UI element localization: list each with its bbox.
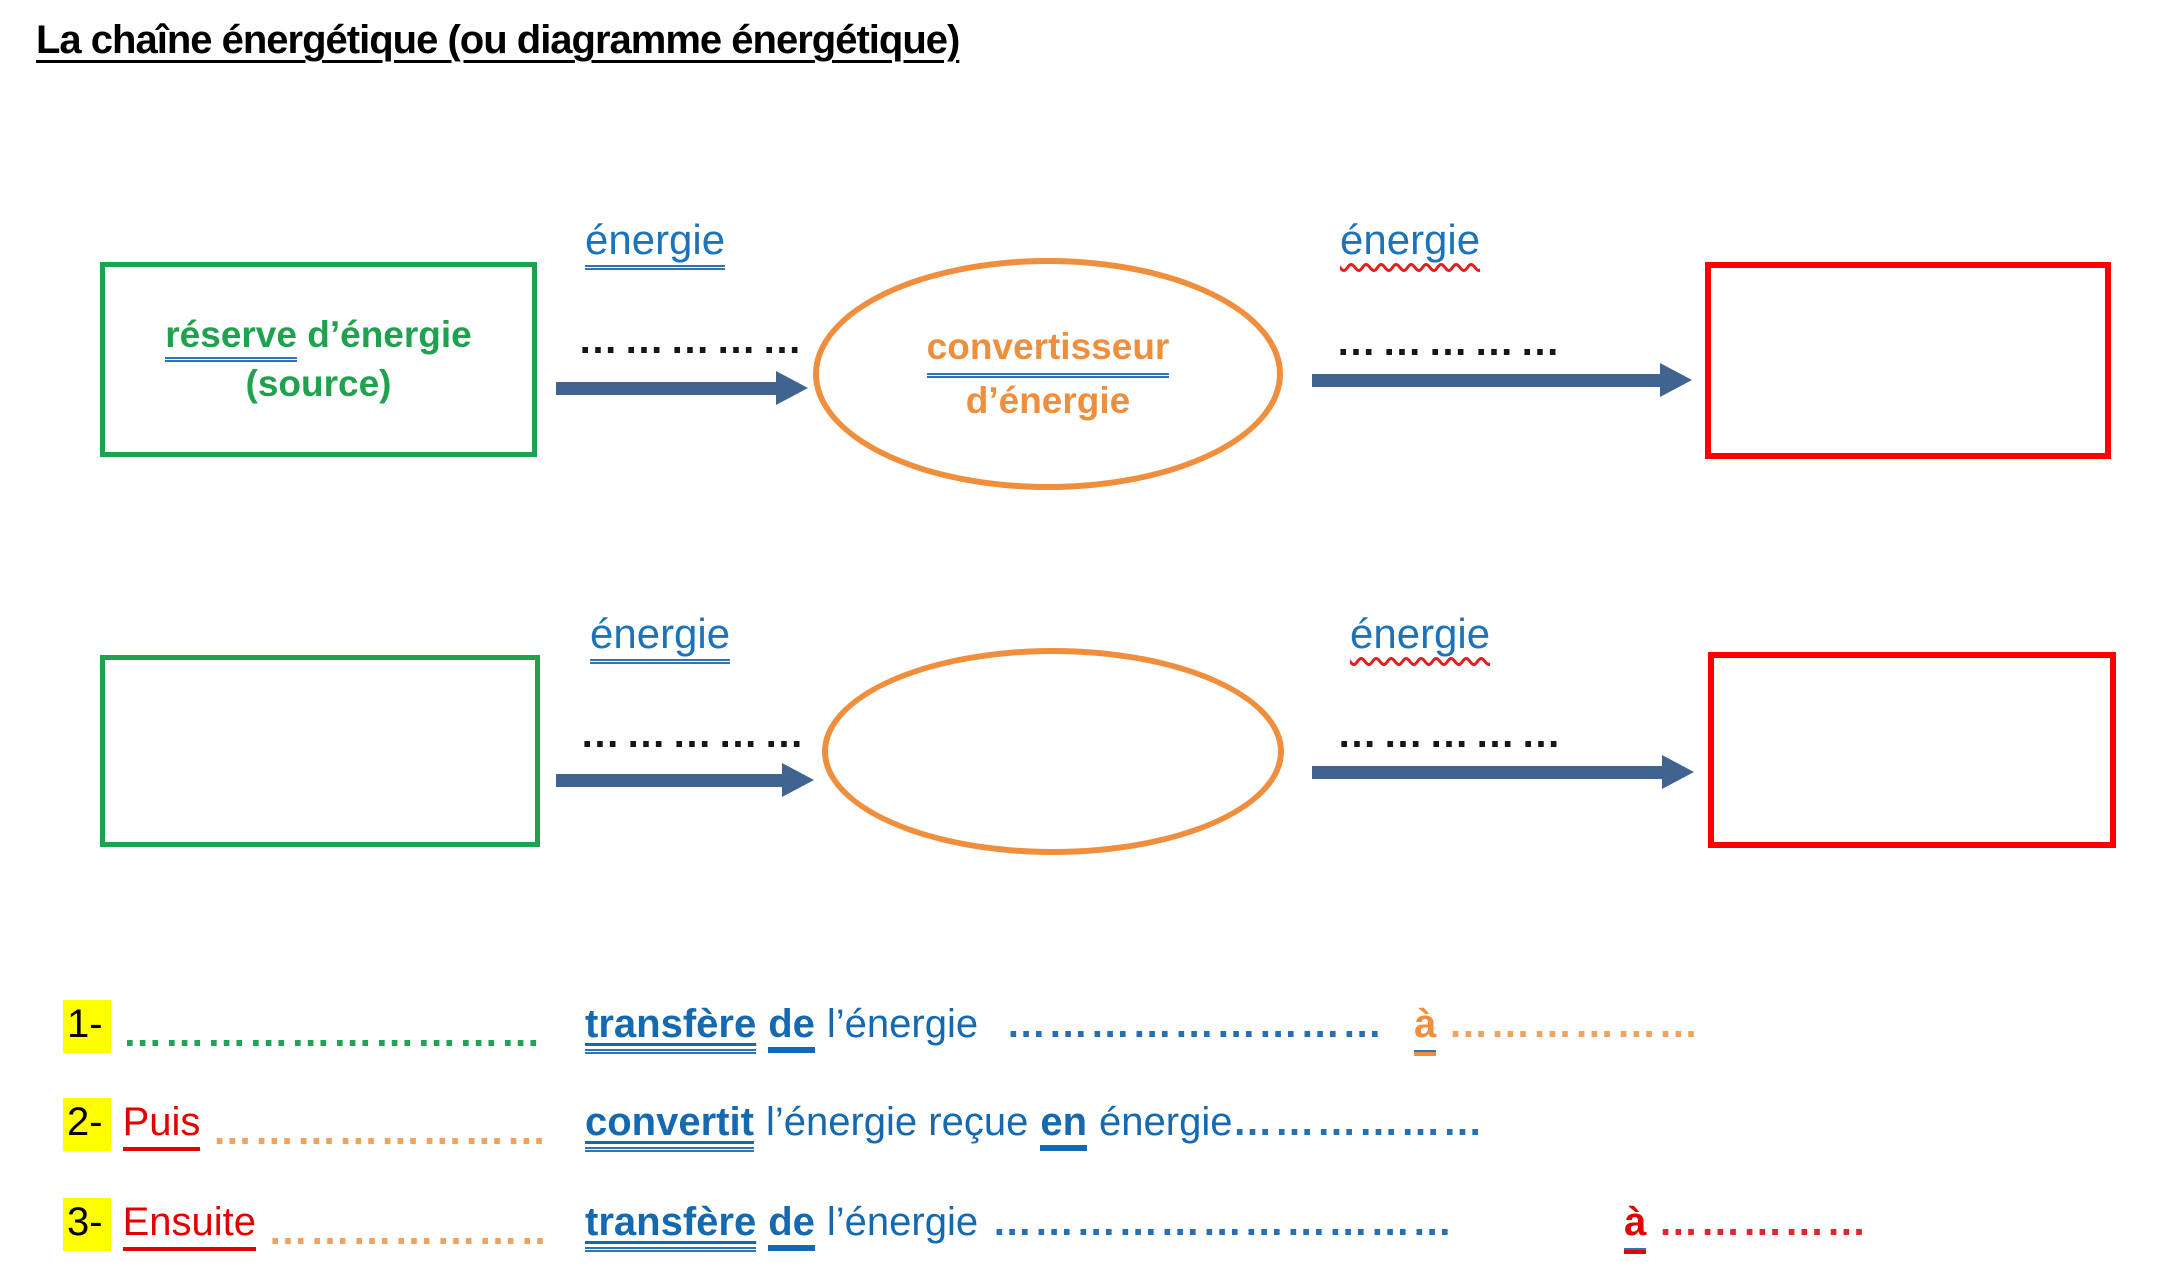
converter-ellipse-row2 [822, 648, 1284, 855]
transfer-arrow-row2-right [1312, 755, 1694, 789]
sentence-2-number: 2- [63, 1098, 111, 1151]
page-title: La chaîne énergétique (ou diagramme éner… [36, 18, 960, 62]
sentence-3-lead: 3- Ensuite ……………………… [63, 1198, 585, 1253]
sentence-1: 1- ……………………………… transfère de l’énergie …… [63, 1000, 1701, 1055]
converter-word: convertisseur [926, 324, 1170, 378]
sentence-2-end-dots: ……………… [1232, 1100, 1485, 1144]
transfer-dots-row1-left: …………… [578, 318, 808, 362]
source-line1-rest: d’énergie [296, 314, 472, 356]
arrow-shaft [556, 773, 782, 787]
energy-label-row2-left: énergie [590, 610, 731, 664]
sentence-1-object: l’énergie [826, 1002, 979, 1046]
transfer-arrow-row1-left [556, 371, 808, 405]
sentence-3-end-dots: …………… [1658, 1200, 1869, 1244]
converter-ellipse-row1: convertisseur d’énergie [813, 258, 1283, 490]
arrow-shaft [1312, 765, 1662, 779]
sentence-1-prep: de [768, 1002, 815, 1053]
sentence-2-object2: énergie [1099, 1100, 1233, 1144]
energy-label-row1-right: énergie [1340, 216, 1481, 263]
source-box-row2 [100, 655, 540, 847]
transfer-dots-row1-right: …………… [1336, 320, 1566, 364]
sentence-3-to-word: à [1624, 1200, 1647, 1250]
sentence-3-prep: de [768, 1200, 815, 1251]
source-line2: (source) [245, 362, 392, 404]
transfer-dots-row2-right: …………… [1337, 712, 1567, 756]
energy-label-row1-left: énergie [585, 216, 726, 270]
transfer-dots-row2-left: …………… [580, 712, 810, 756]
source-word-reserve: réserve [165, 314, 297, 363]
transfer-arrow-row1-right [1312, 363, 1692, 397]
sentence-1-verb: transfère [585, 1002, 757, 1054]
sentence-2-lead: 2- Puis ………………………… [63, 1098, 585, 1153]
sentence-3-verb: transfère [585, 1200, 757, 1252]
sentence-1-lead: 1- ……………………………… [63, 1000, 585, 1055]
arrow-head-icon [1662, 755, 1694, 789]
sentence-2-verb: convertit [585, 1100, 754, 1152]
energy-label-row2-right: énergie [1350, 610, 1491, 657]
sentence-2: 2- Puis ………………………… convertit l’énergie r… [63, 1098, 1485, 1153]
sentence-3: 3- Ensuite ……………………… transfère de l’éner… [63, 1198, 1869, 1253]
converter-ellipse-row1-text: convertisseur d’énergie [926, 324, 1170, 424]
arrow-head-icon [1660, 363, 1692, 397]
sentence-3-number: 3- [63, 1198, 111, 1251]
sentence-2-prep: en [1040, 1100, 1088, 1151]
sentence-1-to-word: à [1414, 1002, 1437, 1052]
sentence-3-mid-dots: …………………………… [992, 1200, 1455, 1244]
arrow-head-icon [776, 371, 808, 405]
sentence-1-mid-dots: ……………………… [1006, 1002, 1385, 1046]
sentence-2-lead-word: Puis [122, 1100, 201, 1151]
sentence-1-number: 1- [63, 1000, 111, 1053]
arrow-head-icon [782, 763, 814, 797]
arrow-shaft [556, 381, 776, 395]
sentence-2-object: l’énergie reçue [765, 1100, 1029, 1144]
receiver-box-row1 [1705, 262, 2111, 459]
sentence-1-lead-dots: ……………………………… [122, 1011, 547, 1055]
source-box-row1: réserve d’énergie (source) [100, 262, 537, 457]
transfer-arrow-row2-left [556, 763, 814, 797]
sentence-3-lead-word: Ensuite [122, 1200, 256, 1251]
arrow-shaft [1312, 373, 1660, 387]
sentence-2-lead-dots: ………………………… [212, 1109, 547, 1153]
converter-line2: d’énergie [965, 379, 1131, 421]
source-line1: réserve d’énergie [165, 311, 472, 363]
sentence-3-lead-dots: ……………………… [268, 1209, 547, 1253]
sentence-1-end-dots: ……………… [1448, 1002, 1701, 1046]
sentence-3-object: l’énergie [826, 1200, 979, 1244]
receiver-box-row2 [1708, 652, 2116, 848]
source-box-row1-text: réserve d’énergie (source) [165, 311, 472, 407]
